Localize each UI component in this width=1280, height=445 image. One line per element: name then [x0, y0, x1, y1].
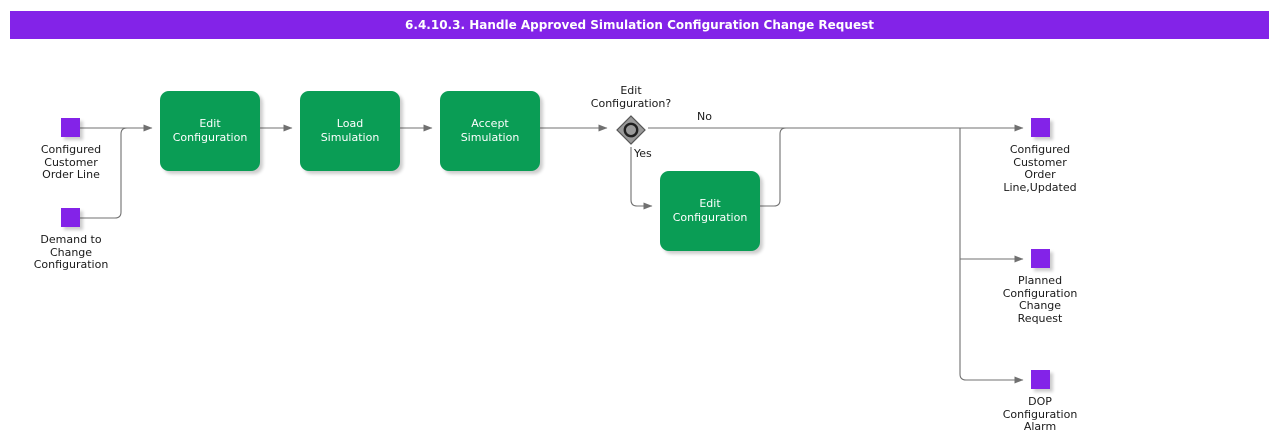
task-accept-simulation[interactable]: Accept Simulation	[440, 91, 540, 171]
data-object-label-configured-customer-order-line-updated: Configured Customer Order Line,Updated	[1003, 143, 1077, 194]
flow-label-no: No	[697, 110, 712, 123]
data-object-planned-configuration-change-request[interactable]	[1031, 249, 1050, 268]
flow-edit2-to-merge	[760, 127, 800, 207]
data-object-label-dop-configuration-alarm: DOP Configuration Alarm	[1002, 395, 1078, 434]
page-title: 6.4.10.3. Handle Approved Simulation Con…	[405, 18, 874, 32]
data-object-label-planned-configuration-change-request: Planned Configuration Change Request	[1002, 274, 1078, 325]
task-label-accept-simulation: Accept Simulation	[460, 117, 520, 144]
data-object-dop-configuration-alarm[interactable]	[1031, 370, 1050, 389]
data-object-label-demand-to-change-configuration: Demand to Change Configuration	[33, 233, 109, 272]
diagram-title-bar: 6.4.10.3. Handle Approved Simulation Con…	[10, 11, 1269, 39]
data-object-label-configured-customer-order-line: Configured Customer Order Line	[40, 143, 102, 182]
task-label-edit-configuration-2: Edit Configuration	[672, 197, 748, 224]
gateway-label-edit-configuration: Edit Configuration?	[590, 84, 672, 110]
data-object-demand-to-change-configuration[interactable]	[61, 208, 80, 227]
edit-configuration-gateway[interactable]	[615, 114, 647, 146]
task-label-edit-configuration-1: Edit Configuration	[172, 117, 248, 144]
task-load-simulation[interactable]: Load Simulation	[300, 91, 400, 171]
task-label-load-simulation: Load Simulation	[320, 117, 380, 144]
task-edit-configuration-1[interactable]: Edit Configuration	[160, 91, 260, 171]
data-object-configured-customer-order-line-updated[interactable]	[1031, 118, 1050, 137]
event-based-gateway-icon	[616, 115, 646, 145]
task-edit-configuration-2[interactable]: Edit Configuration	[660, 171, 760, 251]
data-object-configured-customer-order-line[interactable]	[61, 118, 80, 137]
flow-label-yes: Yes	[634, 147, 652, 160]
